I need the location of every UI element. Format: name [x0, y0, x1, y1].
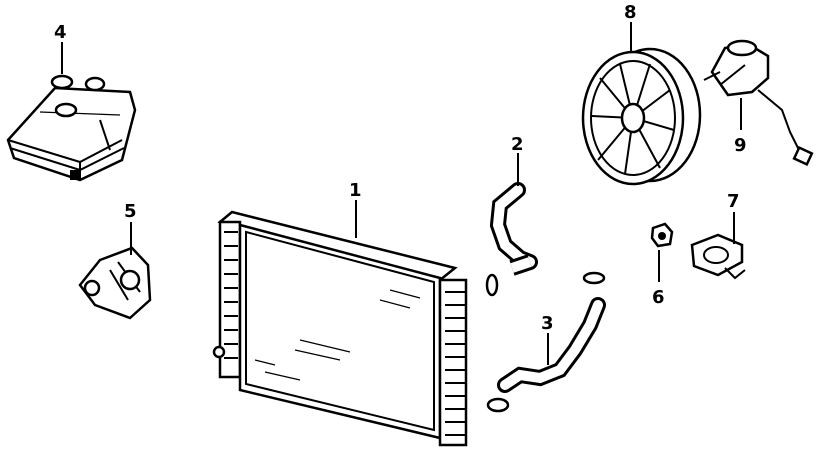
- fan-motor: [703, 39, 814, 167]
- lower-hose: [486, 271, 606, 413]
- callout-8: 8: [624, 2, 637, 23]
- coolant-reservoir: [6, 74, 137, 182]
- cooling-fan: [581, 47, 702, 186]
- thermostat: [650, 222, 674, 248]
- callout-5: 5: [124, 201, 137, 222]
- callout-2: 2: [511, 134, 524, 155]
- upper-hose: [485, 182, 538, 297]
- water-pump: [78, 246, 152, 320]
- radiator: [212, 210, 468, 447]
- callout-6: 6: [652, 287, 665, 308]
- callout-7: 7: [727, 191, 740, 212]
- callout-4: 4: [54, 22, 67, 43]
- thermostat-housing: [690, 233, 746, 280]
- callout-1: 1: [349, 180, 362, 201]
- callout-3: 3: [541, 313, 554, 334]
- callout-9: 9: [734, 135, 747, 156]
